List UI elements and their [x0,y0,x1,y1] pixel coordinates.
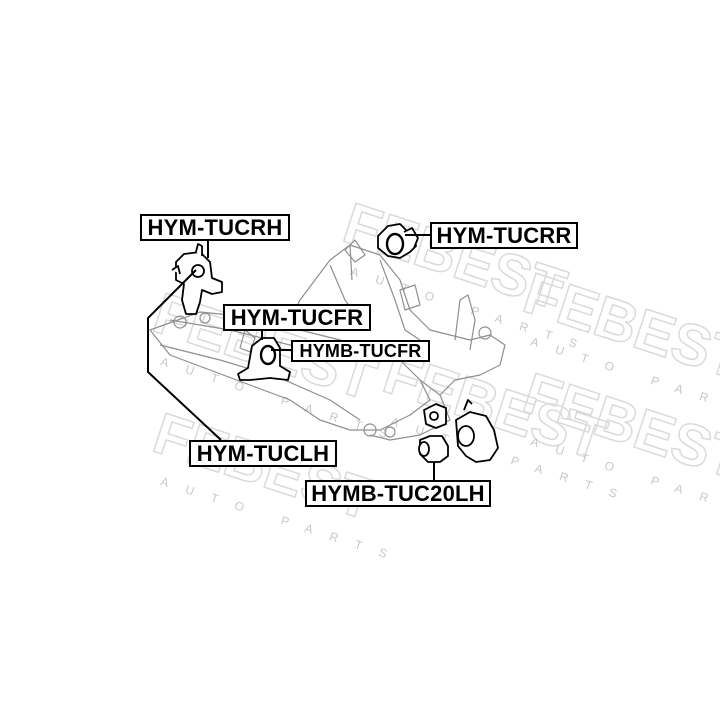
label-hym-tucrh: HYM-TUCRH [140,214,290,241]
label-hymb-tuc20lh: HYMB-TUC20LH [305,480,491,507]
label-hym-tucrr: HYM-TUCRR [430,222,578,249]
mount-parts [171,223,499,463]
mount-tuc20lh-shape [418,399,499,463]
leader-lines [147,234,435,480]
leader-tuclh [147,269,222,441]
label-hym-tuclh: HYM-TUCLH [189,440,337,467]
mount-tucrh-shape [171,243,223,315]
mount-tucrr-shape [377,223,419,259]
label-hym-tucfr: HYM-TUCFR [223,304,371,331]
label-hymb-tucfr: HYMB-TUCFR [291,340,430,362]
